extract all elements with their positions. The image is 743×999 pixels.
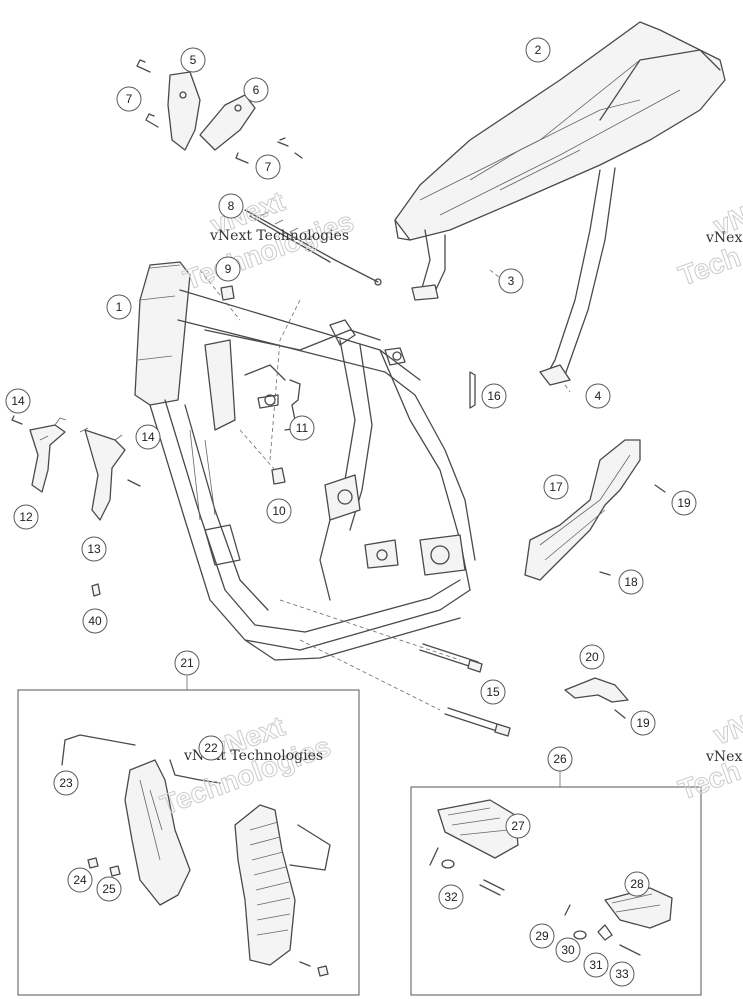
callout-7b: 7	[255, 154, 281, 180]
rear-subframe	[394, 21, 726, 386]
watermark-edge-ghost-2a: vNex	[709, 698, 743, 750]
callout-18: 18	[618, 569, 644, 595]
svg-text:20: 20	[585, 650, 599, 664]
svg-text:11: 11	[296, 421, 309, 435]
callout-25: 25	[96, 876, 122, 902]
watermark-edge-2: vNex	[705, 749, 742, 765]
callout-19b: 19	[630, 710, 656, 736]
svg-text:27: 27	[511, 819, 525, 833]
svg-text:16: 16	[487, 389, 501, 403]
callout-14a: 14	[5, 388, 31, 414]
perforation-pattern	[249, 821, 291, 936]
svg-text:23: 23	[59, 776, 73, 790]
watermark-text-1: vNext Technologies	[209, 228, 349, 244]
callout-22: 22	[198, 735, 224, 761]
main-frame	[134, 261, 476, 661]
callout-9: 9	[215, 256, 241, 282]
svg-text:31: 31	[589, 958, 603, 972]
long-axle-bolts	[419, 643, 511, 737]
svg-text:28: 28	[630, 877, 644, 891]
callout-4: 4	[585, 383, 611, 409]
callout-5: 5	[180, 47, 206, 73]
callout-10: 10	[266, 498, 292, 524]
svg-text:3: 3	[508, 274, 515, 288]
callout-16: 16	[481, 383, 507, 409]
svg-text:32: 32	[444, 890, 458, 904]
svg-text:17: 17	[549, 480, 563, 494]
callout-17: 17	[543, 474, 569, 500]
callout-1: 1	[106, 294, 132, 320]
svg-text:40: 40	[88, 614, 102, 628]
small-frame-parts	[257, 371, 476, 485]
chain-guide-parts	[524, 439, 666, 719]
svg-text:1: 1	[116, 300, 123, 314]
svg-text:13: 13	[87, 542, 101, 556]
callout-21: 21	[174, 650, 200, 676]
svg-text:14: 14	[141, 430, 155, 444]
svg-text:19: 19	[677, 496, 691, 510]
svg-text:7: 7	[265, 160, 272, 174]
svg-text:33: 33	[615, 967, 629, 981]
cable-part-8	[220, 209, 382, 301]
callout-30: 30	[555, 937, 581, 963]
callout-31: 31	[583, 952, 609, 978]
svg-text:5: 5	[190, 53, 197, 67]
frame-protector-group	[17, 676, 360, 996]
callout-8: 8	[218, 193, 244, 219]
svg-text:19: 19	[636, 716, 650, 730]
callout-19a: 19	[671, 490, 697, 516]
callout-28: 28	[624, 871, 650, 897]
leader-lines	[199, 269, 571, 711]
svg-text:7: 7	[126, 92, 133, 106]
callout-32: 32	[438, 884, 464, 910]
footrest-group	[410, 771, 702, 996]
svg-text:22: 22	[204, 741, 218, 755]
svg-text:15: 15	[486, 685, 500, 699]
callout-23: 23	[53, 770, 79, 796]
svg-text:8: 8	[228, 199, 235, 213]
callout-12: 12	[13, 504, 39, 530]
upper-brackets	[136, 59, 303, 164]
svg-text:29: 29	[535, 929, 549, 943]
watermark-edge-1: vNex	[705, 230, 742, 246]
callout-24: 24	[67, 867, 93, 893]
svg-text:12: 12	[19, 510, 33, 524]
callout-29: 29	[529, 923, 555, 949]
svg-text:6: 6	[253, 83, 260, 97]
callout-3: 3	[498, 268, 524, 294]
svg-text:21: 21	[180, 656, 194, 670]
callout-40: 40	[82, 608, 108, 634]
svg-text:26: 26	[553, 752, 567, 766]
left-side-brackets	[11, 415, 141, 597]
svg-text:2: 2	[535, 43, 542, 57]
callout-27: 27	[505, 813, 531, 839]
callout-15: 15	[480, 679, 506, 705]
svg-text:10: 10	[272, 504, 286, 518]
part-callouts: 1 2 3 4 5 6 7 7 8 9 10 11 12 13 14 14 15…	[5, 37, 697, 987]
callout-14b: 14	[135, 424, 161, 450]
svg-text:4: 4	[595, 389, 602, 403]
svg-text:9: 9	[225, 262, 232, 276]
callout-6: 6	[243, 77, 269, 103]
callout-11: 11	[289, 415, 315, 441]
callout-2: 2	[525, 37, 551, 63]
callout-26: 26	[547, 746, 573, 772]
watermark-edge-ghost-1b: Tech	[674, 241, 743, 292]
svg-text:24: 24	[73, 873, 87, 887]
callout-20: 20	[579, 644, 605, 670]
callout-33: 33	[609, 961, 635, 987]
svg-text:14: 14	[11, 394, 25, 408]
svg-text:18: 18	[624, 575, 638, 589]
callout-13: 13	[81, 536, 107, 562]
svg-text:25: 25	[102, 882, 116, 896]
callout-7a: 7	[116, 86, 142, 112]
svg-text:30: 30	[561, 943, 575, 957]
